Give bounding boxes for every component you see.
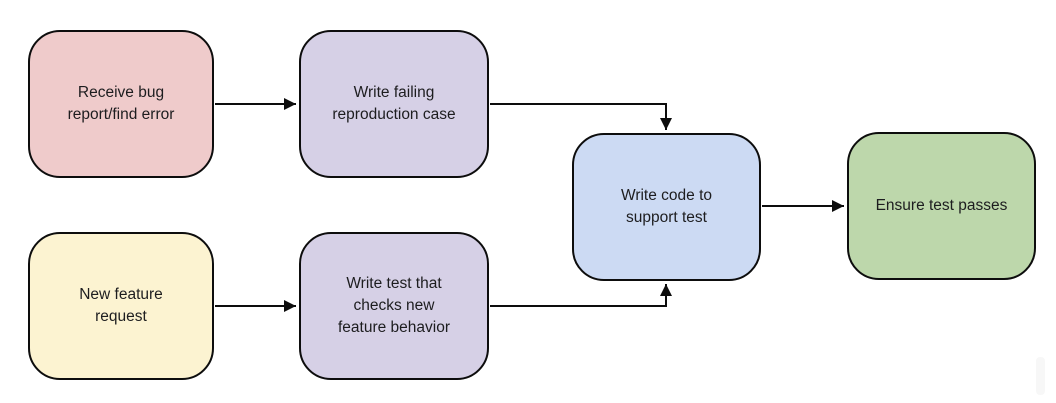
scrollbar-thumb[interactable] <box>1036 357 1045 395</box>
node-label: Write code to support test <box>620 187 713 226</box>
node-label: Receive bug report/find error <box>67 84 175 123</box>
node-label: Write failing reproduction case <box>332 84 456 123</box>
node-write-test-checks-feature: Write test that checks new feature behav… <box>299 232 489 380</box>
node-write-failing-reproduction: Write failing reproduction case <box>299 30 489 178</box>
node-write-code-support-test: Write code to support test <box>572 133 761 281</box>
node-label: New feature request <box>79 286 163 325</box>
arrow-test-to-code <box>490 284 672 307</box>
arrow-reproduction-to-code <box>490 103 672 130</box>
node-ensure-test-passes: Ensure test passes <box>847 132 1036 280</box>
node-label: Write test that checks new feature behav… <box>337 275 451 336</box>
node-label: Ensure test passes <box>875 197 1008 214</box>
node-new-feature-request: New feature request <box>28 232 214 380</box>
node-receive-bug-report: Receive bug report/find error <box>28 30 214 178</box>
